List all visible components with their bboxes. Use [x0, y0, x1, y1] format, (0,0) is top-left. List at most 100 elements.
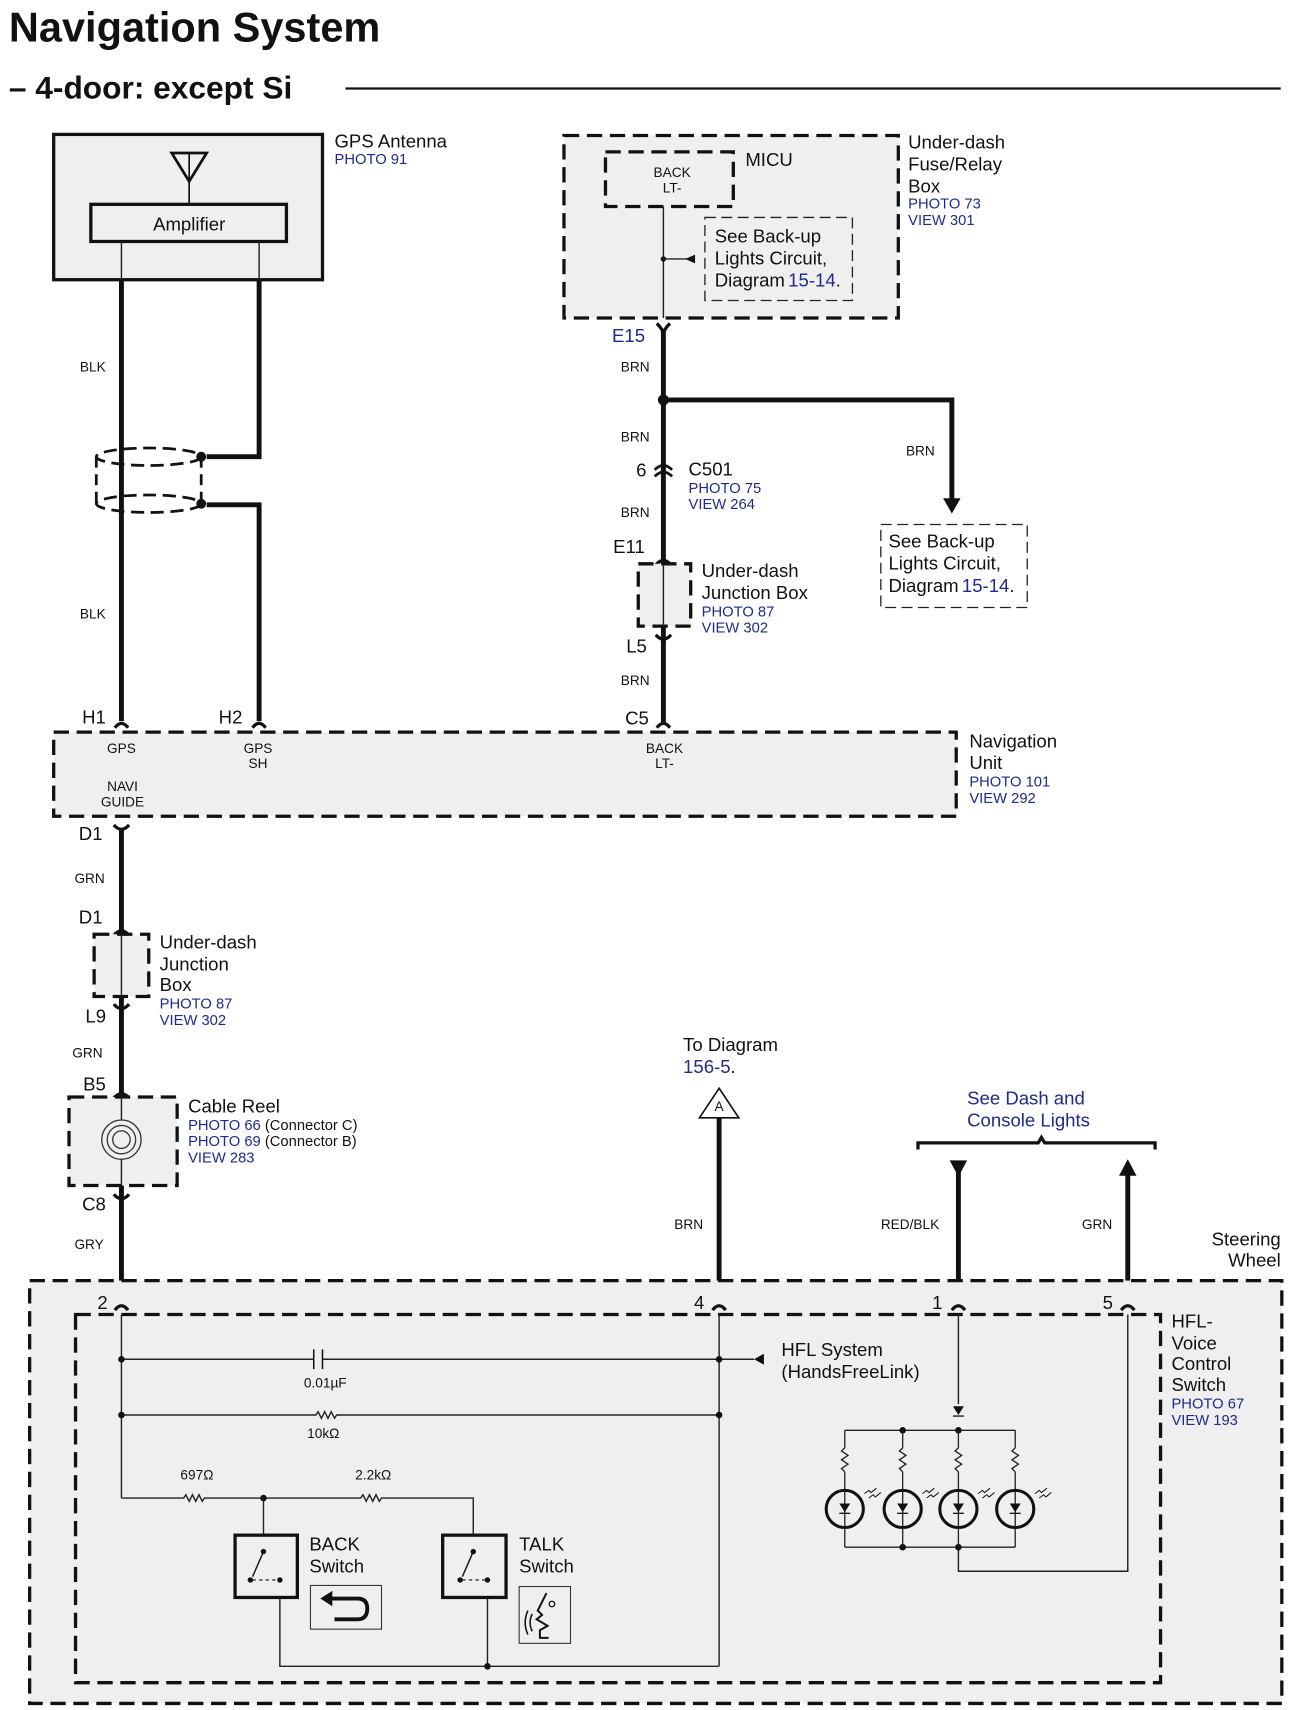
- cable-reel-label: Cable Reel: [188, 1095, 280, 1116]
- pin-d1-junction: D1: [79, 906, 103, 927]
- svg-text:A: A: [715, 1099, 725, 1114]
- wire-color-brn-e15: BRN: [621, 360, 650, 375]
- c501-pin: 6: [636, 459, 646, 480]
- junction-lower-label-1: Under-dash: [160, 931, 257, 952]
- dash-lights-link-2[interactable]: Console Lights: [967, 1110, 1090, 1131]
- pin-l5: L5: [626, 635, 647, 656]
- fuse-box-label-3: Box: [908, 175, 941, 196]
- nav-unit-view-link[interactable]: VIEW 292: [969, 791, 1035, 807]
- micu-terminal-line1: BACK: [654, 165, 691, 180]
- junction-upper-view-link[interactable]: VIEW 302: [702, 621, 768, 637]
- wire-color-red-blk: RED/BLK: [881, 1217, 939, 1232]
- backup-ref1-diagram-link[interactable]: 15-14: [788, 269, 835, 290]
- talk-switch[interactable]: [441, 1533, 508, 1600]
- junction-upper-photo-link[interactable]: PHOTO 87: [702, 604, 775, 620]
- wire-color-brn-pin4: BRN: [674, 1217, 703, 1232]
- amplifier-label: Amplifier: [153, 214, 225, 235]
- terminal-navi-guide-1: NAVI: [107, 779, 138, 794]
- led-array: [824, 1430, 1052, 1548]
- pin-2: 2: [97, 1292, 107, 1313]
- nav-unit-label-2: Unit: [969, 752, 1003, 773]
- pin-b5: B5: [83, 1073, 106, 1094]
- c501-view-link[interactable]: VIEW 264: [689, 497, 755, 513]
- talk-switch-label-2: Switch: [519, 1555, 574, 1576]
- resistor-2k2-value: 2.2kΩ: [355, 1467, 391, 1482]
- to-diagram-link[interactable]: 156-5.: [683, 1056, 736, 1077]
- pin-l9: L9: [85, 1006, 106, 1027]
- gps-antenna[interactable]: Amplifier: [52, 132, 325, 282]
- wire-color-blk-lower: BLK: [80, 606, 106, 621]
- back-arrow-icon: [309, 1584, 383, 1630]
- wire-color-blk-upper: BLK: [80, 360, 106, 375]
- junction-lower-label-3: Box: [160, 974, 193, 995]
- backup-ref1-line2: Lights Circuit,: [715, 247, 827, 268]
- steering-wheel-label-2: Wheel: [1228, 1249, 1281, 1270]
- backup-ref2-diagram-link[interactable]: 15-14: [962, 575, 1009, 596]
- pin-c8: C8: [82, 1194, 106, 1215]
- back-switch[interactable]: [233, 1533, 299, 1600]
- navigation-unit[interactable]: H1 H2 C5 GPS GPS SH BACK LT- NAVI GUIDE: [52, 706, 958, 818]
- steering-wheel-label-1: Steering: [1212, 1229, 1281, 1250]
- gps-antenna-label: GPS Antenna: [335, 131, 448, 152]
- pin-1: 1: [932, 1292, 942, 1313]
- pin-e15: E15: [612, 325, 645, 346]
- junction-lower-photo-link[interactable]: PHOTO 87: [160, 997, 233, 1013]
- wire-color-brn-branch: BRN: [906, 444, 935, 459]
- micu-label: MICU: [745, 149, 792, 170]
- led-2: [882, 1430, 940, 1548]
- backup-ref1-line1: See Back-up: [715, 226, 821, 247]
- voice-icon: [518, 1585, 572, 1644]
- terminal-back-lt-1: BACK: [646, 741, 683, 756]
- pin-e11: E11: [613, 536, 645, 557]
- hfl-system-label-1: HFL System: [781, 1339, 882, 1360]
- backup-ref2-line2: Lights Circuit,: [888, 552, 1000, 573]
- gps-antenna-photo-link[interactable]: PHOTO 91: [335, 152, 408, 168]
- hfl-view-link[interactable]: VIEW 193: [1171, 1413, 1237, 1429]
- hfl-label-3: Control: [1171, 1353, 1231, 1374]
- dash-lights-link-1[interactable]: See Dash and: [967, 1088, 1085, 1109]
- led-4: [995, 1430, 1052, 1548]
- fuse-box-photo-link[interactable]: PHOTO 73: [908, 197, 981, 213]
- fuse-relay-box[interactable]: BACK LT- MICU See Back-up Lights Circuit…: [562, 133, 900, 320]
- pin-5: 5: [1103, 1292, 1113, 1313]
- led-1: [824, 1430, 882, 1548]
- hfl-label-4: Switch: [1171, 1374, 1226, 1395]
- cable-reel[interactable]: [67, 1095, 179, 1188]
- page-subtitle: – 4-door: except Si: [9, 69, 292, 105]
- nav-unit-label-1: Navigation: [969, 730, 1057, 751]
- fuse-box-label-1: Under-dash: [908, 132, 1005, 153]
- back-switch-label-2: Switch: [309, 1555, 364, 1576]
- hfl-photo-link[interactable]: PHOTO 67: [1171, 1396, 1244, 1412]
- fuse-box-view-link[interactable]: VIEW 301: [908, 213, 974, 229]
- arrow-down-icon: [943, 498, 961, 514]
- wire-color-grn-pin5: GRN: [1082, 1217, 1112, 1232]
- hfl-pins: 2 4 1 5: [97, 1292, 1136, 1313]
- c501-label: C501: [689, 458, 733, 479]
- cable-reel-view-link[interactable]: VIEW 283: [188, 1151, 254, 1167]
- junction-lower-view-link[interactable]: VIEW 302: [160, 1013, 226, 1029]
- wire-color-grn-d1: GRN: [74, 871, 104, 886]
- resistor-697-value: 697Ω: [180, 1467, 213, 1482]
- arrow-up-icon: [1119, 1159, 1137, 1176]
- connector-a-marker: A: [697, 1086, 741, 1119]
- hfl-label-2: Voice: [1171, 1332, 1216, 1353]
- micu-terminal-line2: LT-: [663, 180, 682, 195]
- page-title: Navigation System: [9, 4, 380, 51]
- wire-color-brn-c501-top: BRN: [621, 429, 650, 444]
- cable-reel-photo-69: PHOTO 69 (Connector B): [188, 1134, 357, 1150]
- junction-upper-label-1: Under-dash: [702, 560, 799, 581]
- nav-unit-photo-link[interactable]: PHOTO 101: [969, 775, 1050, 791]
- terminal-gps-sh-1: GPS: [244, 741, 273, 756]
- c501-photo-link[interactable]: PHOTO 75: [689, 481, 762, 497]
- terminal-gps-sh-2: SH: [249, 756, 268, 771]
- pin-c5: C5: [625, 707, 649, 728]
- terminal-navi-guide-2: GUIDE: [101, 794, 144, 809]
- to-diagram-label: To Diagram: [683, 1034, 778, 1055]
- talk-switch-label-1: TALK: [519, 1533, 565, 1554]
- wire-color-gry: GRY: [74, 1237, 103, 1252]
- resistor-10k-value: 10kΩ: [307, 1426, 339, 1441]
